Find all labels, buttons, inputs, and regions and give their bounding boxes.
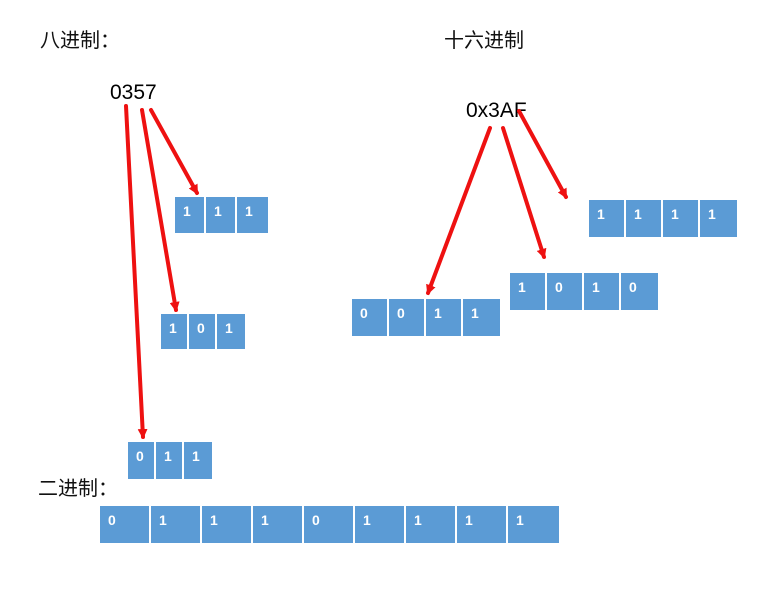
bit-cell: 1 [156, 442, 184, 479]
bit-cell: 0 [128, 442, 156, 479]
bit-cell: 1 [626, 200, 663, 237]
bit-cell: 0 [189, 314, 217, 349]
arrow-octal-to-second-group [140, 108, 180, 312]
arrow-octal-to-third-group [124, 104, 148, 439]
arrow-octal-to-first-group [149, 108, 199, 195]
bit-cell: 0 [389, 299, 426, 336]
bit-cell: 1 [202, 506, 253, 543]
bit-cell: 1 [508, 506, 559, 543]
bit-cell: 0 [100, 506, 151, 543]
hex-title: 十六进制 [444, 28, 524, 52]
bit-cell: 1 [253, 506, 304, 543]
bit-cell: 1 [184, 442, 212, 479]
bit-cell: 1 [151, 506, 202, 543]
bit-cell: 1 [700, 200, 737, 237]
bit-cell: 0 [352, 299, 389, 336]
arrow-hex-to-second-group [501, 126, 547, 259]
arrow-hex-to-first-group [426, 126, 492, 295]
bit-cell: 0 [621, 273, 658, 310]
bit-cell: 0 [304, 506, 355, 543]
bit-cell: 1 [217, 314, 245, 349]
bit-cell: 1 [161, 314, 189, 349]
bit-cell: 1 [426, 299, 463, 336]
bit-cell: 1 [175, 197, 206, 233]
bit-cell: 1 [663, 200, 700, 237]
bit-cell: 1 [457, 506, 508, 543]
arrow-hex-to-third-group [517, 109, 568, 199]
bit-cell: 0 [547, 273, 584, 310]
bit-cell: 1 [355, 506, 406, 543]
octal-number: 0357 [110, 81, 157, 104]
hex-number: 0x3AF [466, 99, 527, 122]
bit-cell: 1 [206, 197, 237, 233]
octal-title: 八进制： [40, 28, 120, 52]
binary-title: 二进制： [38, 476, 118, 500]
bit-cell: 1 [406, 506, 457, 543]
bit-cell: 1 [463, 299, 500, 336]
bit-cell: 1 [584, 273, 621, 310]
bit-cell: 1 [510, 273, 547, 310]
bit-cell: 1 [237, 197, 268, 233]
bit-cell: 1 [589, 200, 626, 237]
